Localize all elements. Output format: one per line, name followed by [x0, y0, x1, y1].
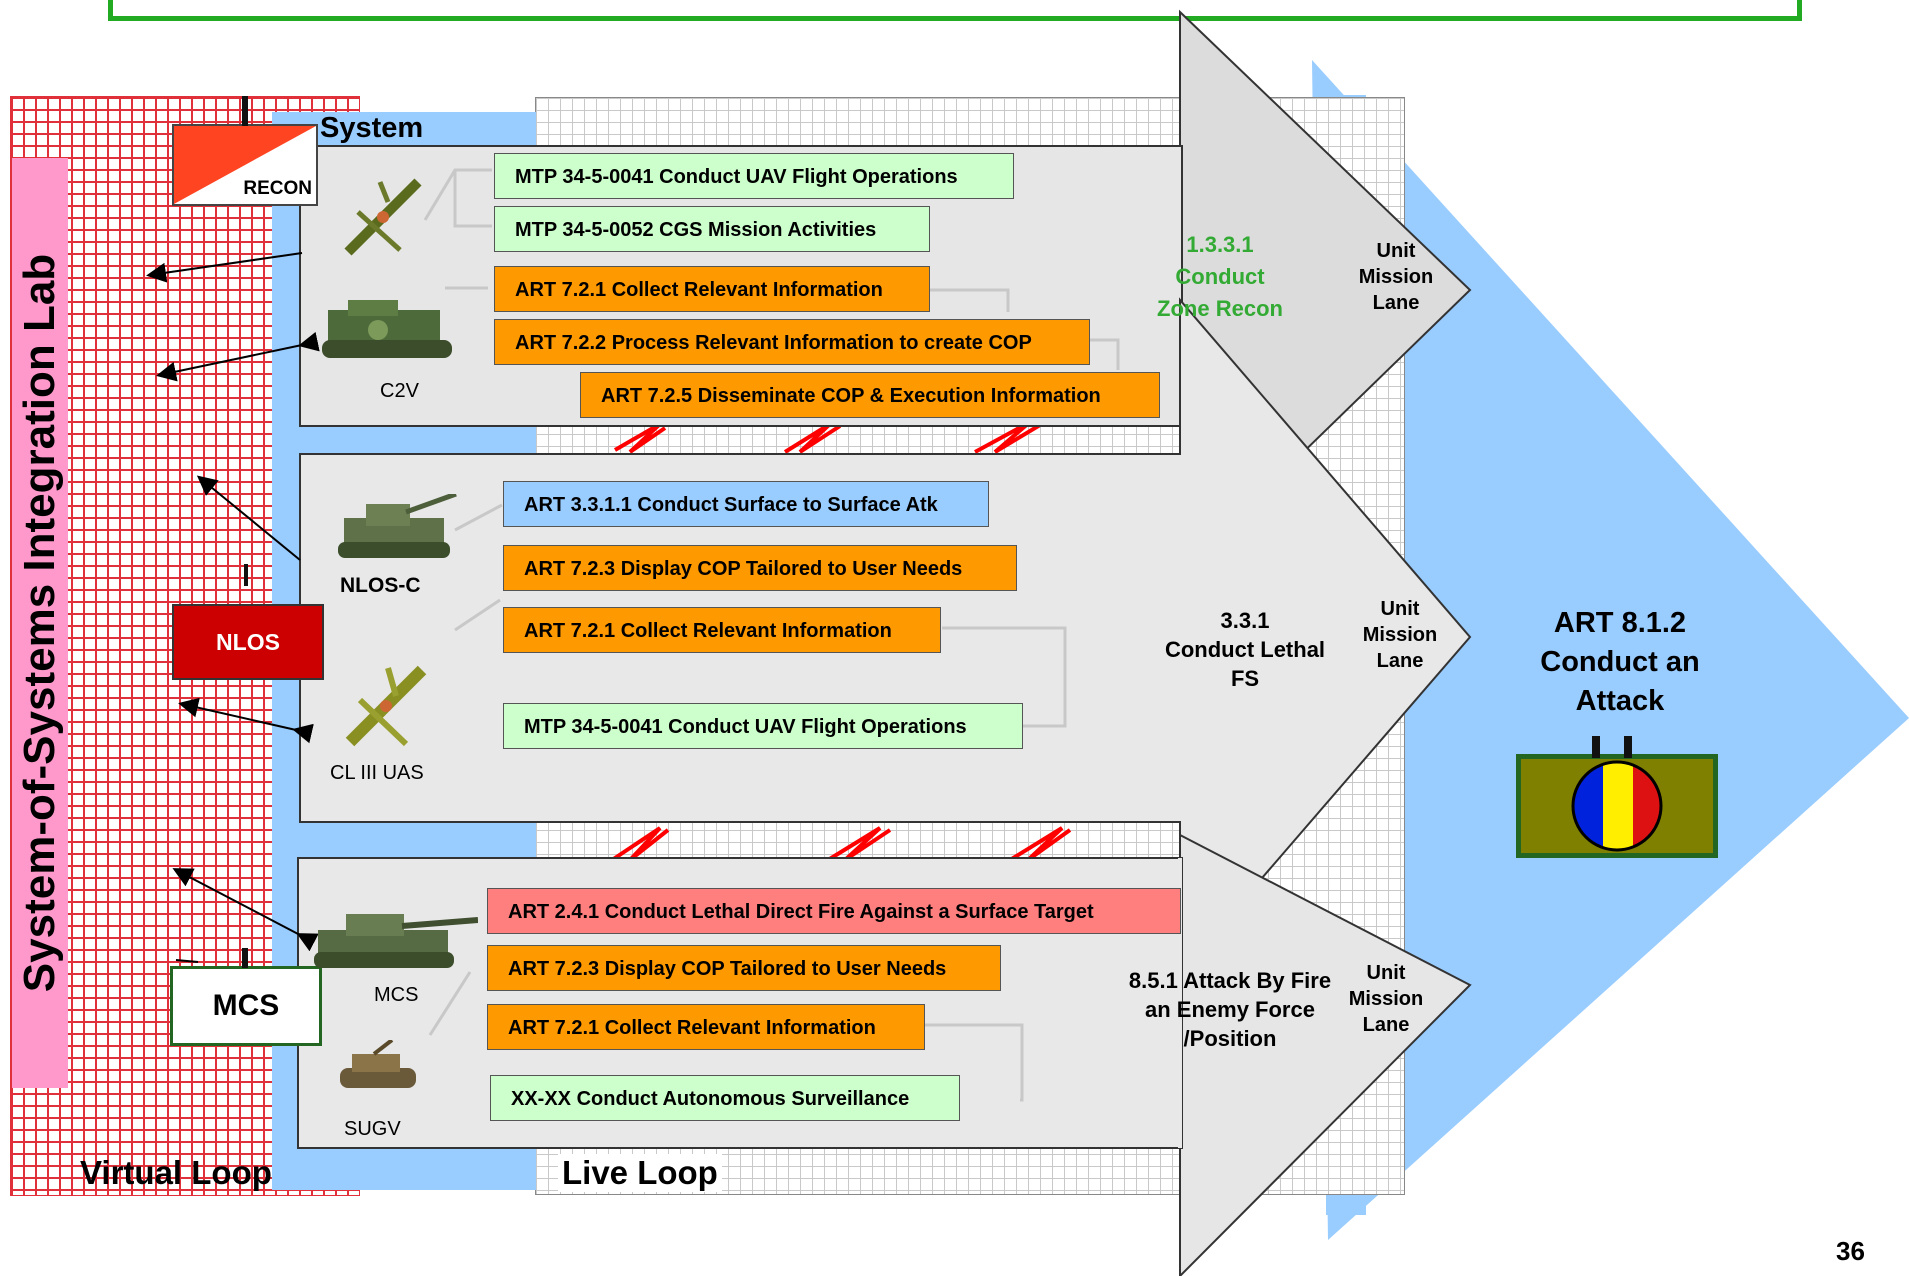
zone-recon-verb: Conduct	[1175, 264, 1265, 289]
sugv-label: SUGV	[344, 1118, 401, 1140]
task-direct-fire[interactable]: ART 2.4.1 Conduct Lethal Direct Fire Aga…	[487, 888, 1181, 934]
nlos-label: NLOS	[216, 629, 280, 655]
virtual-loop-label: Virtual Loop	[80, 1154, 272, 1191]
task-collect-info-3[interactable]: ART 7.2.1 Collect Relevant Information	[487, 1004, 925, 1050]
mcs-unit: MCS	[170, 966, 322, 1046]
uav-icon	[344, 178, 422, 256]
attack-unit-symbol	[1516, 754, 1718, 858]
zone-recon-number: 1.3.3.1	[1186, 232, 1254, 257]
mcs-staff	[242, 948, 248, 968]
nlos-unit: NLOS	[172, 604, 324, 680]
lane-label-mid: Unit Mission Lane	[1362, 598, 1438, 672]
task-display-cop[interactable]: ART 7.2.3 Display COP Tailored to User N…	[503, 545, 1017, 591]
c2v-vehicle-icon	[322, 300, 452, 358]
attack-unit-ticks	[1592, 736, 1600, 758]
lethal-fs-label: 3.3.1 Conduct Lethal FS	[1164, 608, 1326, 691]
page-number: 36	[1836, 1236, 1865, 1266]
nlos-c-label[interactable]: NLOS-C	[340, 574, 421, 597]
task-surface-atk[interactable]: ART 3.3.1.1 Conduct Surface to Surface A…	[503, 481, 989, 527]
objective-label: ART 8.1.2 Conduct an Attack	[1540, 607, 1700, 717]
task-uav-flight-ops[interactable]: MTP 34-5-0041 Conduct UAV Flight Operati…	[494, 153, 1014, 199]
zone-recon-label: Zone Recon	[1157, 296, 1283, 321]
task-process-info[interactable]: ART 7.2.2 Process Relevant Information t…	[494, 319, 1090, 365]
cl3-uas-icon	[345, 665, 427, 747]
top-banner	[108, 0, 1802, 21]
nlos-staff	[244, 564, 248, 586]
lab-band	[12, 158, 68, 1088]
live-loop-label: Live Loop	[558, 1154, 722, 1192]
cl3-uas-label: CL III UAS	[330, 762, 424, 784]
mcs-vehicle-icon	[314, 914, 478, 968]
recon-staff	[242, 96, 248, 126]
task-cgs-mission[interactable]: MTP 34-5-0052 CGS Mission Activities	[494, 206, 930, 252]
lane-label-top: Unit Mission Lane	[1358, 240, 1434, 314]
recon-unit: RECON	[172, 124, 318, 206]
task-disseminate-cop[interactable]: ART 7.2.5 Disseminate COP & Execution In…	[580, 372, 1160, 418]
system-label: System	[320, 112, 424, 144]
task-autonomous-surveillance[interactable]: XX-XX Conduct Autonomous Surveillance	[490, 1075, 960, 1121]
task-collect-info[interactable]: ART 7.2.1 Collect Relevant Information	[494, 266, 930, 312]
task-uav-flight-ops-2[interactable]: MTP 34-5-0041 Conduct UAV Flight Operati…	[503, 703, 1023, 749]
recon-label: RECON	[243, 178, 312, 199]
lane-label-bottom: Unit Mission Lane	[1348, 962, 1424, 1036]
attack-unit-ticks-2	[1624, 736, 1632, 758]
task-display-cop-3[interactable]: ART 7.2.3 Display COP Tailored to User N…	[487, 945, 1001, 991]
nlos-c-vehicle-icon	[338, 494, 457, 558]
attack-by-fire-label: 8.5.1 Attack By Fire an Enemy Force /Pos…	[1128, 968, 1332, 1051]
c2v-label: C2V	[380, 380, 419, 402]
sugv-icon	[340, 1040, 416, 1088]
mcs-platform-label: MCS	[374, 984, 419, 1006]
mcs-unit-label: MCS	[212, 989, 280, 1022]
task-collect-info-2[interactable]: ART 7.2.1 Collect Relevant Information	[503, 607, 941, 653]
